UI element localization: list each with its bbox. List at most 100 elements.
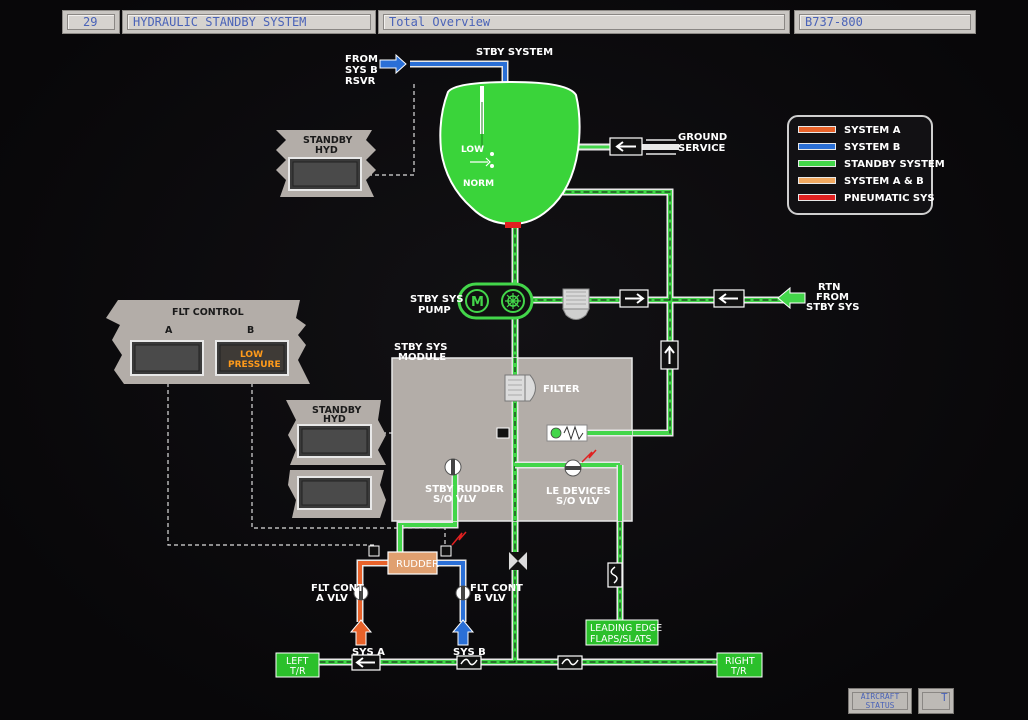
filter	[504, 374, 536, 402]
le-devices-label-2: S/O VLV	[556, 496, 600, 507]
flt-control-panel: FLT CONTROL A B LOW PRESSURE	[106, 300, 310, 384]
system-title-box: HYDRAULIC STANDBY SYSTEM	[122, 10, 376, 34]
standby-hyd-panel-mid: STANDBY HYD	[286, 400, 386, 518]
from-sys-b-label-3: RSVR	[345, 76, 376, 87]
bottom-arrow-left-icon	[355, 657, 375, 668]
aircraft-model: B737-800	[805, 15, 863, 29]
reservoir-low-label: LOW	[461, 145, 484, 155]
legend-swatch	[799, 127, 835, 132]
legend-item-label: PNEUMATIC SYS	[844, 193, 935, 204]
rtn-label-3: STBY SYS	[806, 302, 859, 313]
legend-swatch	[799, 195, 835, 200]
rudder-pcu	[387, 551, 438, 575]
rudder-supply-lines	[356, 525, 467, 622]
flt-cont-b-label-2: B VLV	[474, 593, 506, 604]
rtn-label-1: RTN	[818, 282, 840, 293]
flt-control-label: FLT CONTROL	[172, 307, 244, 318]
stby-rudder-label-2: S/O VLV	[433, 494, 477, 505]
pump-label-2: PUMP	[418, 305, 451, 316]
rudder-sensor-a	[368, 545, 380, 557]
aircraft-status-label-2: STATUS	[865, 701, 895, 710]
left-tr-box	[275, 652, 320, 678]
stby-rudder-so-valve	[444, 458, 462, 476]
aircraft-status-button[interactable]: AIRCRAFT STATUS	[848, 688, 912, 714]
leading-edge-label-2: FLAPS/SLATS	[590, 634, 652, 645]
aircraft-status-label-1: AIRCRAFT	[860, 692, 900, 701]
center-valve	[508, 552, 528, 570]
t-button[interactable]: T	[918, 688, 954, 714]
legend-item-label: STANDBY SYSTEM	[844, 159, 945, 170]
standby-hyd-mid-label-1: STANDBY	[312, 405, 361, 416]
flt-control-a-label: A	[165, 325, 173, 336]
return-arrow-left-icon	[718, 293, 738, 304]
return-arrow-up-icon	[664, 345, 675, 364]
filter-label: FILTER	[543, 384, 580, 395]
relief-valve	[546, 424, 588, 442]
left-tr-label-2: T/R	[289, 666, 306, 677]
rudder-motor-icon	[451, 531, 467, 546]
rtn-label-2: FROM	[816, 292, 849, 303]
page-number-box: 29	[62, 10, 120, 34]
ground-service-label-2: SERVICE	[678, 143, 726, 154]
pressure-sensor	[562, 288, 590, 320]
standby-reservoir: LOW NORM	[439, 80, 581, 228]
ground-service-arrow-icon	[615, 141, 636, 152]
sys-b-flow-arrow-icon	[379, 53, 407, 75]
flt-cont-a-label-1: FLT CONT	[311, 583, 364, 594]
rudder-label: RUDDER	[396, 559, 439, 570]
pump-label-1: STBY SYS	[410, 294, 463, 305]
le-devices-so-valve	[564, 449, 597, 477]
legend-item-label: SYSTEM A & B	[844, 176, 924, 187]
stby-rudder-label-1: STBY RUDDER	[425, 484, 504, 495]
low-pressure-label-2: PRESSURE	[228, 360, 281, 370]
right-tr-label-2: T/R	[730, 666, 747, 677]
standby-hyd-top-label-2: HYD	[315, 145, 338, 156]
leading-edge-box	[585, 619, 659, 646]
sys-b-label: SYS B	[453, 647, 486, 658]
le-devices-label-1: LE DEVICES	[546, 486, 611, 497]
standby-hyd-panel-top: STANDBY HYD	[276, 130, 376, 197]
left-tr-label-1: LEFT	[286, 656, 309, 667]
sys-a-label: SYS A	[352, 647, 385, 658]
system-title: HYDRAULIC STANDBY SYSTEM	[133, 15, 307, 29]
reservoir-norm-label: NORM	[463, 179, 494, 189]
from-sys-b-label-1: FROM	[345, 54, 378, 65]
return-arrow-right-icon	[625, 293, 645, 304]
flt-cont-b-label-1: FLT CONT	[470, 583, 523, 594]
legend-swatch	[799, 161, 835, 166]
view-title-box: Total Overview	[378, 10, 790, 34]
page-number: 29	[83, 15, 98, 29]
sys-b-supply-line	[410, 60, 509, 84]
flt-cont-a-label-2: A VLV	[316, 593, 348, 604]
module-label-1: STBY SYS	[394, 342, 447, 353]
low-pressure-label-1: LOW	[240, 350, 263, 360]
standby-hyd-mid-label-2: HYD	[323, 414, 346, 425]
pump-motor-label: M	[471, 295, 484, 310]
view-title: Total Overview	[389, 15, 491, 29]
from-sys-b-label-2: SYS B	[345, 65, 378, 76]
stby-sys-pump: M	[457, 282, 534, 320]
sys-b-flow-arrow-icon-2	[451, 619, 475, 646]
rudder-sensor-b	[440, 545, 452, 557]
legend: SYSTEM A SYSTEM B STANDBY SYSTEM SYSTEM A &…	[787, 115, 945, 215]
flt-control-b-label: B	[247, 325, 254, 336]
t-button-label: T	[941, 691, 948, 704]
rtn-flow-arrow-icon	[777, 286, 806, 310]
legend-swatch	[799, 178, 835, 183]
standby-hyd-top-label-1: STANDBY	[303, 135, 352, 146]
stby-system-label: STBY SYSTEM	[476, 47, 553, 58]
legend-swatch	[799, 144, 835, 149]
legend-item-label: SYSTEM B	[844, 142, 900, 153]
right-tr-box	[716, 652, 763, 678]
leading-edge-label-1: LEADING EDGE	[590, 623, 662, 634]
ground-service-label-1: GROUND	[678, 132, 727, 143]
le-motor-icon	[581, 449, 597, 463]
module-label-2: MODULE	[398, 352, 446, 363]
flt-cont-a-valve	[353, 585, 369, 601]
aircraft-model-box: B737-800	[794, 10, 976, 34]
legend-item-label: SYSTEM A	[844, 125, 901, 136]
flt-cont-b-valve	[455, 585, 471, 601]
sys-a-flow-arrow-icon	[349, 619, 373, 646]
